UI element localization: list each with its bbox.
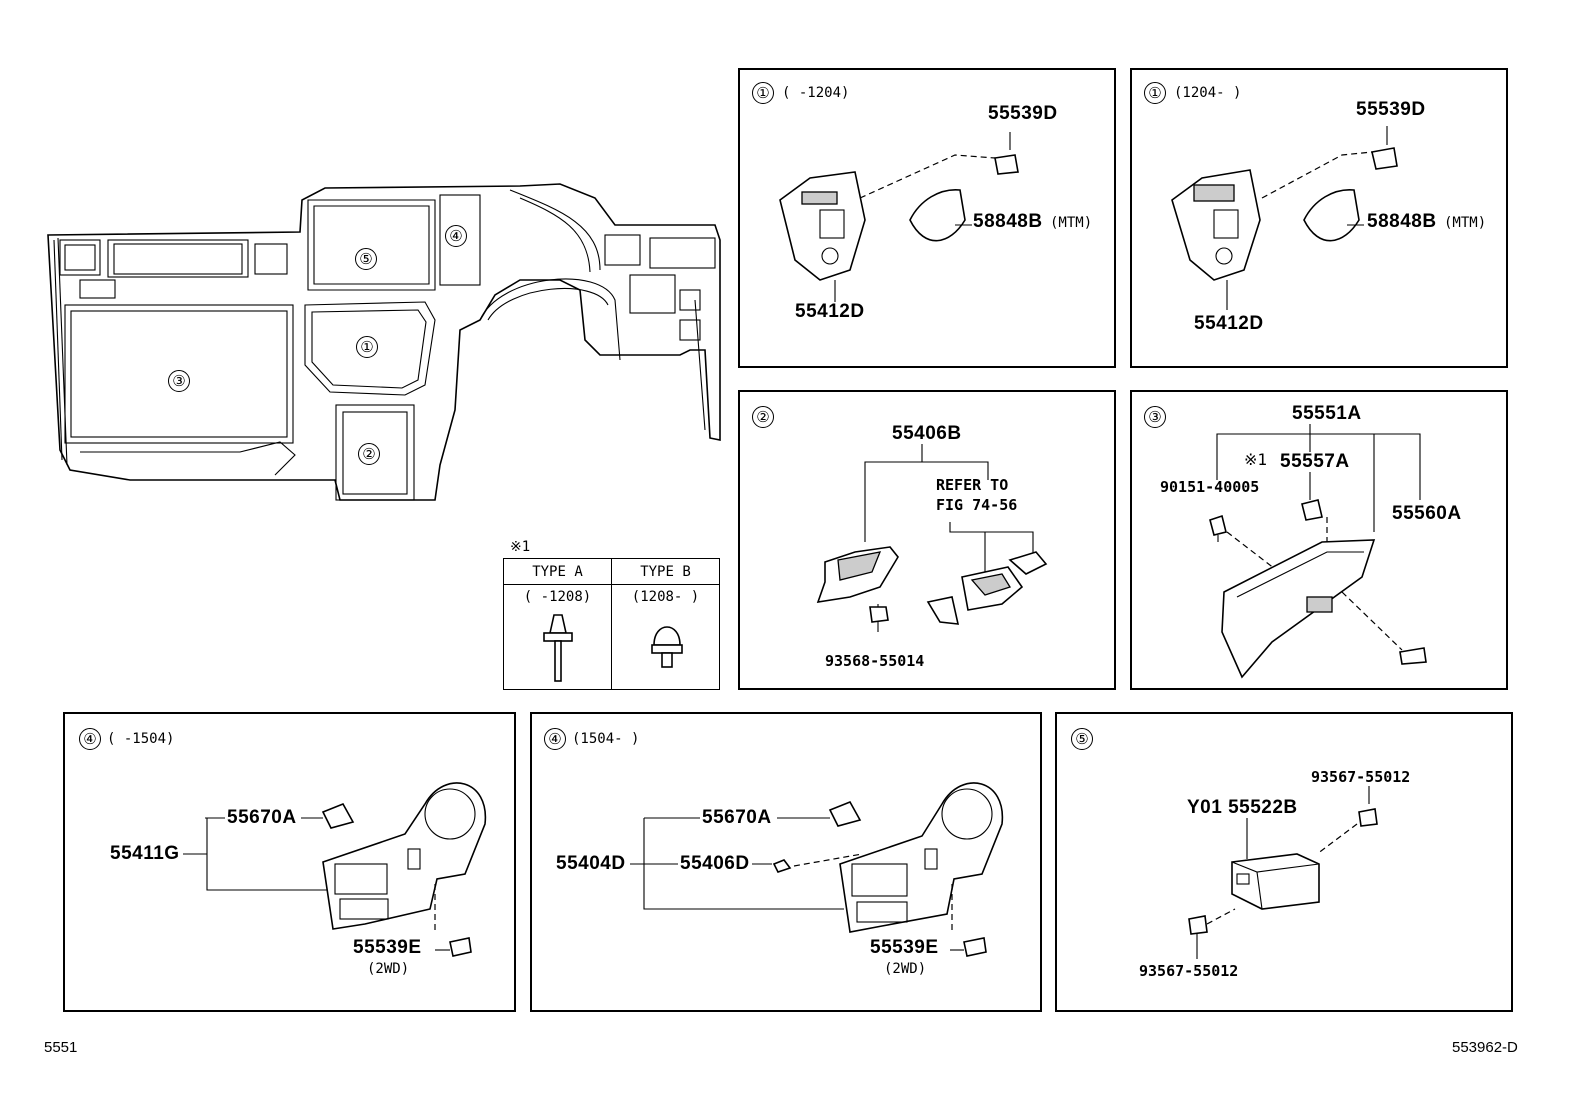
footer-left-code: 5551 <box>44 1039 78 1056</box>
panel-4-late: ④ (1504- ) 55670A 55404D 55406D 55539E (… <box>530 712 1042 1012</box>
callout-1: ① <box>356 336 378 358</box>
part-55551a: 55551A <box>1292 403 1362 424</box>
panel-range: ( -1204) <box>782 85 850 101</box>
callout-4: ④ <box>445 225 467 247</box>
panel-id: ② <box>752 406 774 428</box>
panel-5-drawing <box>1188 786 1378 959</box>
part-55560a: 55560A <box>1392 503 1462 524</box>
type-table: TYPE A TYPE B ( -1208) (1208- ) <box>503 557 720 690</box>
type-b-cell: (1208- ) <box>611 584 720 690</box>
part-58848b-note: (MTM) <box>1050 215 1093 231</box>
part-93567-55012-top: 93567-55012 <box>1311 768 1411 786</box>
panel-range: (1204- ) <box>1174 85 1242 101</box>
part-58848b: 58848B <box>1367 211 1437 232</box>
panel-2: ② 55406B REFER TO FIG 74-56 93568-55014 <box>738 390 1116 690</box>
panel-id: ① <box>1144 82 1166 104</box>
type-b-header: TYPE B <box>611 557 720 586</box>
part-55670a: 55670A <box>702 807 772 828</box>
panel-4-late-drawing <box>630 782 1004 957</box>
part-55404d: 55404D <box>556 853 626 874</box>
panel-1-late-drawing <box>1171 126 1398 310</box>
panel-range: (1504- ) <box>572 731 640 747</box>
part-55539e: 55539E <box>353 937 422 958</box>
panel-id: ④ <box>79 728 101 750</box>
part-55406d: 55406D <box>680 853 750 874</box>
panel-id: ④ <box>544 728 566 750</box>
part-y01-55522b: Y01 55522B <box>1187 797 1298 818</box>
panel-3: ③ 55551A ※1 55557A 90151-40005 55560A <box>1130 390 1508 690</box>
type-a-header: TYPE A <box>503 557 612 586</box>
part-55412d: 55412D <box>1194 313 1264 334</box>
part-55406b: 55406B <box>892 423 962 444</box>
panel-id: ⑤ <box>1071 728 1093 750</box>
part-93568-55014: 93568-55014 <box>825 652 925 670</box>
part-55539d: 55539D <box>1356 99 1426 120</box>
refer-note-line1: REFER TO <box>936 476 1009 494</box>
panel-id: ③ <box>1144 406 1166 428</box>
part-55539d: 55539D <box>988 103 1058 124</box>
footer-right-code: 553962-D <box>1452 1039 1518 1056</box>
panel-1-early-drawing <box>779 132 1019 302</box>
part-55557a: 55557A <box>1280 451 1350 472</box>
part-58848b: 58848B <box>973 211 1043 232</box>
part-90151-40005: 90151-40005 <box>1160 478 1260 496</box>
part-55411g: 55411G <box>110 843 180 864</box>
panel-range: ( -1504) <box>107 731 175 747</box>
refer-note-line2: FIG 74-56 <box>936 496 1018 514</box>
type-b-range: (1208- ) <box>631 589 700 606</box>
type-a-cell: ( -1208) <box>503 584 612 690</box>
part-58848b-note: (MTM) <box>1444 215 1487 231</box>
dashboard-outline <box>47 183 721 501</box>
part-55412d: 55412D <box>795 301 865 322</box>
part-93567-55012-bottom: 93567-55012 <box>1139 962 1239 980</box>
panel-4-early-drawing <box>183 782 487 957</box>
panel-1-late: ① (1204- ) 55539D 58848B (MTM) 55412D <box>1130 68 1508 368</box>
part-55539e: 55539E <box>870 937 939 958</box>
note-mark: ※1 <box>1244 450 1268 469</box>
panel-4-early: ④ ( -1504) 55670A 55411G 55539E (2WD) <box>63 712 516 1012</box>
callout-5: ⑤ <box>355 248 377 270</box>
panel-1-early: ① ( -1204) 55539D 58848B (MTM) 55412D <box>738 68 1116 368</box>
clip-type-b-icon <box>651 626 683 668</box>
panel-id: ① <box>752 82 774 104</box>
clip-type-a-icon <box>543 614 573 682</box>
note-mark: ※1 <box>510 539 531 555</box>
panel-5: ⑤ 93567-55012 Y01 55522B 93567-55012 <box>1055 712 1513 1012</box>
callout-2: ② <box>358 443 380 465</box>
type-a-range: ( -1208) <box>523 589 592 606</box>
callout-3: ③ <box>168 370 190 392</box>
part-55670a: 55670A <box>227 807 297 828</box>
panel-3-drawing <box>1209 424 1427 679</box>
panel-2-drawing <box>816 444 1048 632</box>
part-55539e-note: (2WD) <box>884 961 927 977</box>
dashboard-overview: ⑤ ④ ① ③ ② <box>40 180 730 510</box>
part-55539e-note: (2WD) <box>367 961 410 977</box>
